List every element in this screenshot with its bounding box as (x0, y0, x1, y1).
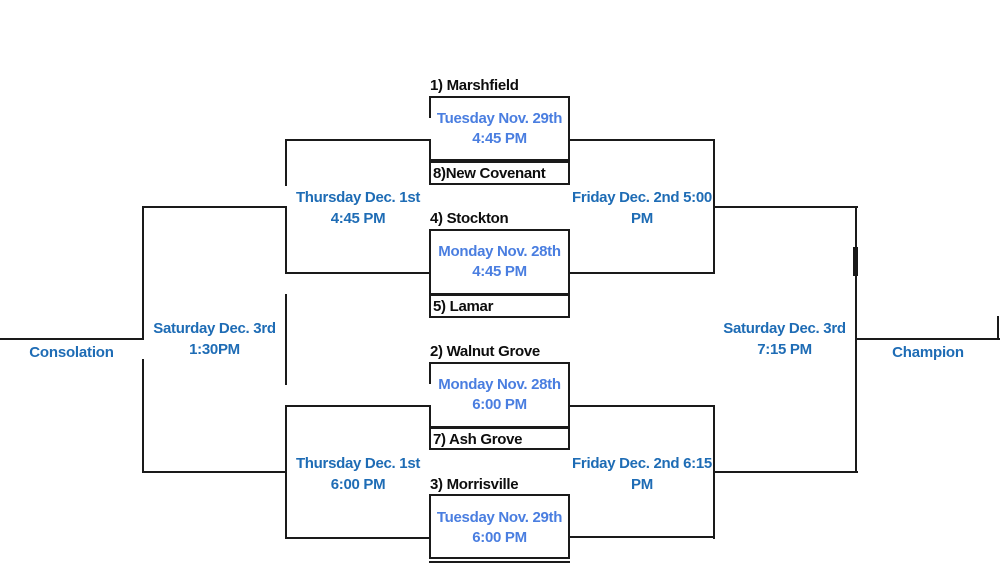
championship-vertical-thick-segment (853, 247, 858, 276)
game1-bottom-seed-label: 8)New Covenant (433, 165, 546, 182)
round-label-line: Saturday Dec. 3rd (723, 320, 846, 337)
consolation-final-vertical-upper (142, 206, 144, 340)
game3-left-border-gap (428, 384, 432, 405)
winners-semi-top-lower-line (570, 272, 715, 274)
losers-semi-bottom-upper-line (285, 405, 429, 407)
game3-top-seed-label: 2) Walnut Grove (430, 343, 540, 360)
winners-semi-top-advance-line (713, 206, 858, 208)
losers-semi-top-lower-line (285, 272, 429, 274)
consolation-label: Consolation (29, 344, 114, 361)
game1-bottom-seed-box (429, 161, 570, 185)
game4-datetime: Tuesday Nov. 29th 6:00 PM (429, 508, 570, 548)
losers-semi-bottom-lower-line (285, 537, 429, 539)
champion-line-edge-tick (997, 316, 999, 340)
round-label-thursday-bottom: Thursday Dec. 1st 6:00 PM (287, 453, 429, 495)
game3-bottom-seed-box (429, 427, 570, 450)
round-label-line: 6:00 PM (330, 476, 386, 493)
game4-top-seed-label: 3) Morrisville (430, 476, 519, 493)
game3-bottom-seed-label: 7) Ash Grove (433, 431, 523, 448)
game1-time-box (429, 96, 570, 161)
consolation-final-vertical-lower (142, 359, 144, 473)
game3-time-box (429, 362, 570, 428)
round-label-line: 7:15 PM (757, 341, 812, 358)
round-label-line: PM (631, 210, 653, 227)
round-label-line: Saturday Dec. 3rd (153, 320, 276, 337)
winners-semi-bottom-lower-line (570, 536, 715, 538)
round-label-line: PM (631, 476, 653, 493)
game2-time: 4:45 PM (472, 263, 527, 280)
round-label-saturday-championship: Saturday Dec. 3rd 7:15 PM (713, 318, 856, 360)
champion-label: Champion (892, 344, 964, 361)
champion-result-line (855, 338, 1000, 340)
game1-date: Tuesday Nov. 29th (436, 110, 563, 127)
round-label-friday-bottom: Friday Dec. 2nd 6:15 PM (571, 453, 713, 495)
center-divider-segment (285, 294, 287, 385)
round-label-line: 4:45 PM (330, 210, 386, 227)
game3-date: Monday Nov. 28th (438, 376, 561, 393)
round-label-line: Friday Dec. 2nd 6:15 (572, 455, 712, 472)
round-label-saturday-consolation: Saturday Dec. 3rd 1:30PM (143, 318, 286, 360)
game4-time-box (429, 494, 570, 559)
round-label-line: Friday Dec. 2nd 5:00 (572, 189, 712, 206)
game4-bottom-seed-box-clipped (429, 561, 570, 563)
game4-time: 6:00 PM (472, 529, 527, 546)
game2-bottom-seed-box (429, 294, 570, 318)
winners-semi-bottom-upper-line (570, 405, 715, 407)
winners-semi-top-upper-line (570, 139, 715, 141)
winners-semi-bottom-advance-line (713, 471, 858, 473)
game1-time: 4:45 PM (472, 130, 527, 147)
consolation-result-line (0, 338, 144, 340)
game2-datetime: Monday Nov. 28th 4:45 PM (429, 242, 570, 282)
round-label-line: Thursday Dec. 1st (295, 455, 421, 472)
round-label-friday-top: Friday Dec. 2nd 5:00 PM (571, 187, 713, 229)
round-label-line: Thursday Dec. 1st (295, 189, 421, 206)
game2-date: Monday Nov. 28th (438, 243, 561, 260)
losers-semi-bottom-advance-line (142, 471, 287, 473)
game3-time: 6:00 PM (472, 396, 527, 413)
game1-top-seed-label: 1) Marshfield (430, 77, 519, 94)
losers-semi-top-vertical-upper (285, 139, 287, 186)
game2-bottom-seed-label: 5) Lamar (433, 298, 494, 315)
losers-semi-top-vertical-lower (285, 206, 287, 274)
game1-left-border-gap (428, 118, 432, 139)
losers-semi-top-advance-line (142, 206, 287, 208)
game1-datetime: Tuesday Nov. 29th 4:45 PM (429, 109, 570, 149)
game3-datetime: Monday Nov. 28th 6:00 PM (429, 375, 570, 415)
game2-top-seed-label: 4) Stockton (430, 210, 509, 227)
game4-date: Tuesday Nov. 29th (436, 509, 563, 526)
round-label-thursday-top: Thursday Dec. 1st 4:45 PM (287, 187, 429, 229)
game2-time-box (429, 229, 570, 295)
round-label-line: 1:30PM (189, 341, 240, 358)
losers-semi-top-upper-line (285, 139, 429, 141)
